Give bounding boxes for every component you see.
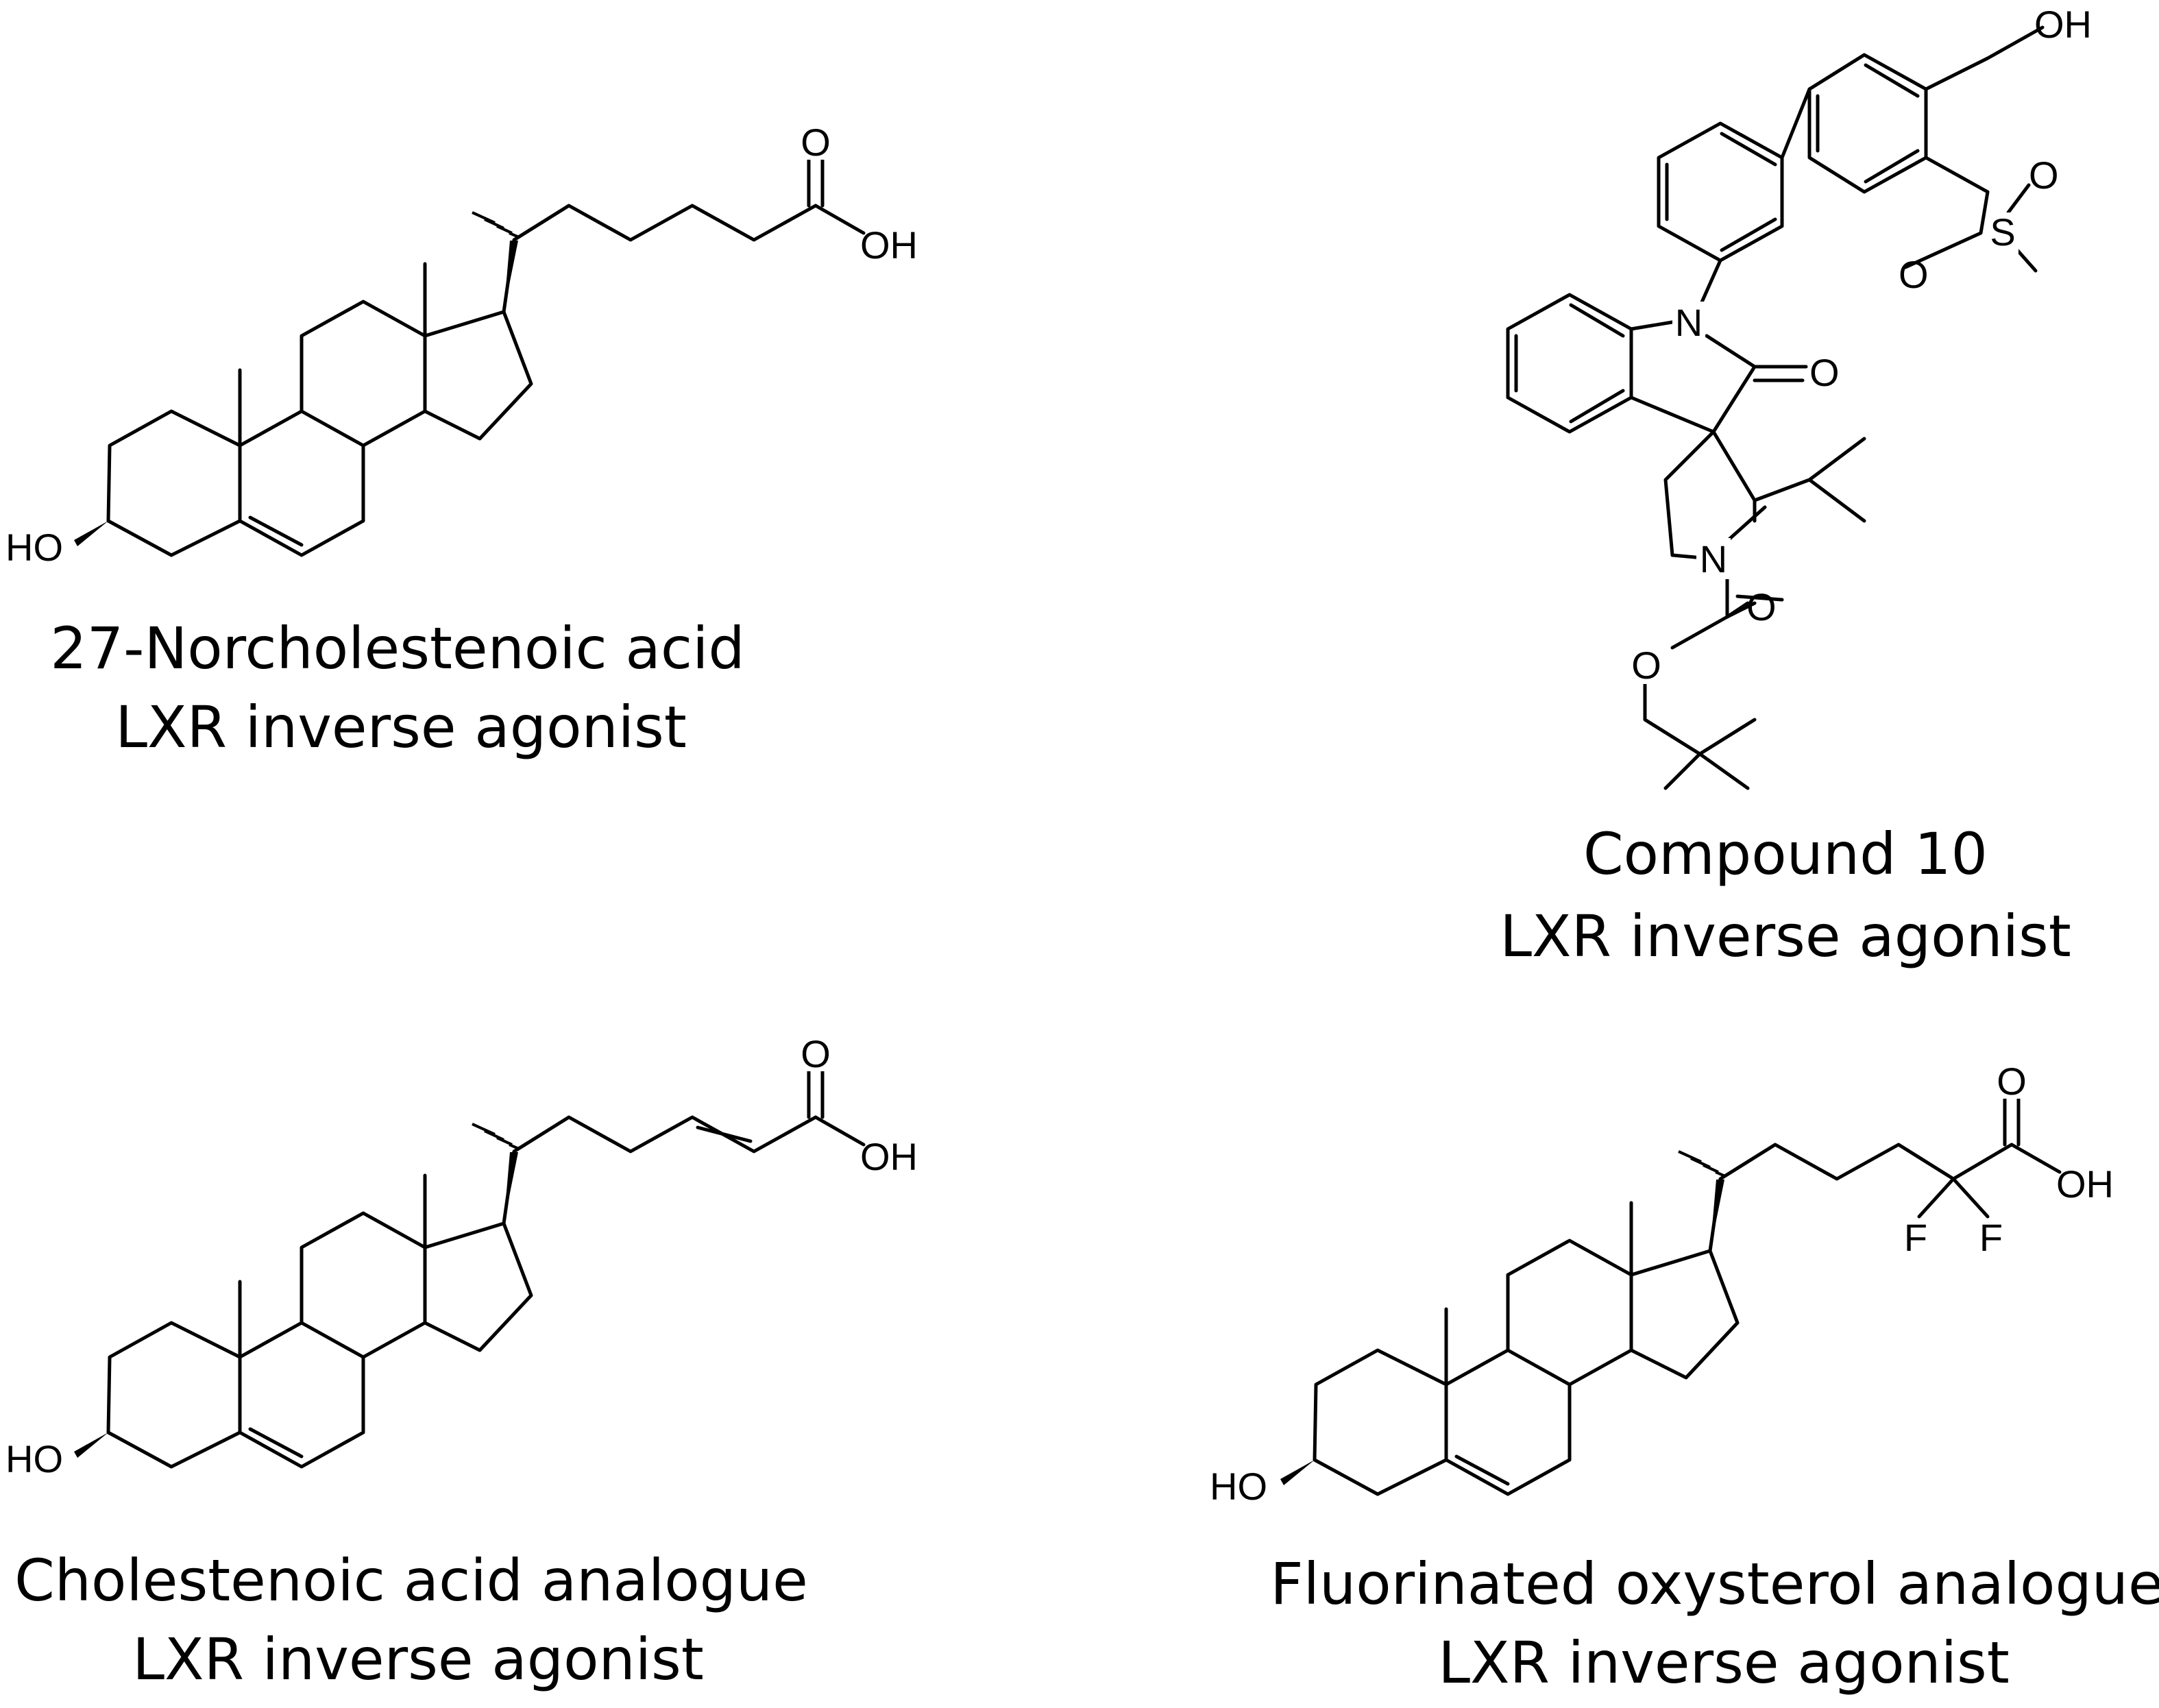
hydroxyl-atom-label: OH: [2034, 3, 2092, 46]
oxygen-atom-label: O: [1631, 644, 1661, 687]
wedge-bond: [504, 241, 518, 312]
hashed-wedge-bond: [472, 1123, 520, 1150]
fluorinated-oxysterol-structure: O OH F F HO Fluorinated oxysterol analog…: [1210, 1059, 2159, 1696]
oxygen-atom-label: O: [1997, 1060, 2027, 1103]
hydroxyl-atom-label: HO: [1210, 1465, 1267, 1508]
norcholestenoic-acid-structure: O OH HO 27-Norcholestenoic acid LXR inve…: [5, 120, 918, 761]
molecule-name: Compound 10: [1583, 820, 1988, 888]
molecule-name: Fluorinated oxysterol analogue: [1270, 1550, 2159, 1618]
molecule-name: 27-Norcholestenoic acid: [50, 615, 745, 682]
nitrogen-atom-label: N: [1675, 301, 1703, 344]
steroid-core-bonds: [106, 1064, 866, 1469]
cholestenoic-acid-structure: O OH HO Cholestenoic acid analogue LXR i…: [5, 1032, 918, 1693]
sulfur-atom-label: S: [1990, 210, 2015, 254]
hydroxyl-atom-label: OH: [860, 1135, 918, 1178]
oxygen-atom-label: O: [1899, 253, 1929, 296]
compound-10-structure: N O N O O OH S O O Compound 10 LXR inver…: [1500, 3, 2092, 970]
hashed-wedge-bond: [1678, 1150, 1726, 1178]
oxygen-atom-label: O: [801, 1032, 831, 1075]
molecule-activity: LXR inverse agonist: [1500, 903, 2071, 970]
molecule-name: Cholestenoic acid analogue: [14, 1547, 808, 1614]
molecule-activity: LXR inverse agonist: [132, 1626, 704, 1693]
oxygen-atom-label: O: [1809, 351, 1840, 394]
wedge-bond: [1710, 1180, 1724, 1251]
wedge-bond: [504, 1152, 518, 1223]
hashed-wedge-bond: [472, 211, 520, 239]
steroid-core-bonds: [1313, 1091, 2062, 1496]
hydroxyl-atom-label: OH: [2056, 1162, 2114, 1206]
hydroxyl-atom-label: OH: [860, 223, 918, 267]
oxygen-atom-label: O: [1746, 585, 1777, 629]
oxygen-atom-label: O: [801, 121, 831, 164]
wedge-bond: [74, 521, 108, 546]
steroid-core-bonds: [106, 152, 866, 557]
molecule-activity: LXR inverse agonist: [1438, 1629, 2010, 1696]
molecule-activity: LXR inverse agonist: [115, 694, 687, 761]
oxygen-atom-label: O: [2029, 154, 2059, 197]
wedge-bond: [74, 1432, 108, 1458]
nitrogen-atom-label: N: [1700, 537, 1727, 581]
hydroxyl-atom-label: HO: [5, 526, 63, 569]
hydroxyl-atom-label: HO: [5, 1437, 63, 1480]
compound-10-bonds: [1506, 25, 2045, 790]
wedge-bond: [1280, 1460, 1315, 1485]
fluorine-atom-label: F: [1979, 1216, 2003, 1259]
fluorine-atom-label: F: [1904, 1216, 1927, 1259]
